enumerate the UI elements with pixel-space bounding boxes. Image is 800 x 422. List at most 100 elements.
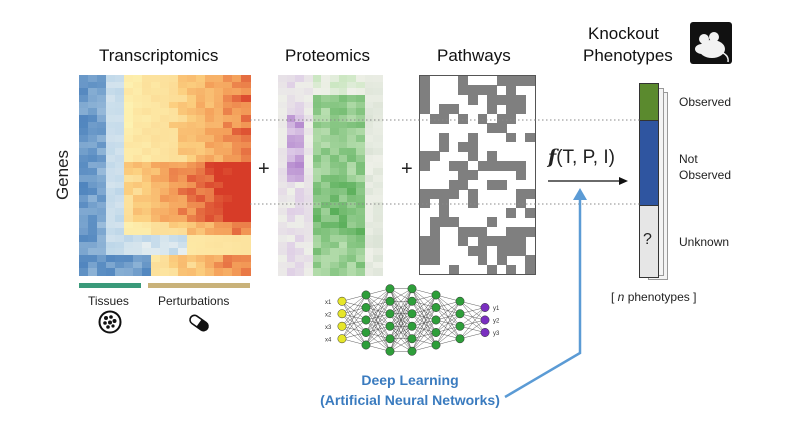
- heatmap-cell: [142, 248, 152, 256]
- nn-connection: [389, 288, 413, 339]
- heatmap-cell: [106, 75, 116, 83]
- heatmap-cell: [142, 261, 152, 269]
- heatmap-cell: [373, 221, 383, 229]
- heatmap-cell: [160, 235, 170, 243]
- heatmap-cell: [142, 221, 152, 229]
- heatmap-cell: [373, 181, 383, 189]
- heatmap-cell: [151, 255, 161, 263]
- heatmap-cell: [196, 215, 206, 223]
- heatmap-cell: [304, 95, 314, 103]
- heatmap-cell: [364, 228, 374, 236]
- heatmap-cell: [232, 168, 242, 176]
- pathways-matrix: [419, 75, 536, 275]
- perturbations-bar: [148, 283, 250, 288]
- heatmap-cell: [223, 235, 233, 243]
- heatmap-cell: [338, 115, 348, 123]
- heatmap-cell: [347, 168, 357, 176]
- nn-connection: [365, 288, 391, 346]
- heatmap-cell: [286, 261, 296, 269]
- heatmap-cell: [364, 261, 374, 269]
- heatmap-cell: [321, 215, 331, 223]
- heatmap-cell: [312, 128, 322, 136]
- heatmap-cell: [312, 255, 322, 263]
- heatmap-cell: [160, 88, 170, 96]
- heatmap-cell: [295, 175, 305, 183]
- heatmap-cell: [304, 248, 314, 256]
- heatmap-cell: [97, 181, 107, 189]
- heatmap-cell: [312, 228, 322, 236]
- heatmap-cell: [232, 268, 242, 276]
- heatmap-cell: [115, 268, 125, 276]
- heatmap-cell: [223, 175, 233, 183]
- heatmap-cell: [178, 168, 188, 176]
- heatmap-cell: [106, 155, 116, 163]
- heatmap-cell: [88, 88, 98, 96]
- pathway-cell: [420, 94, 430, 105]
- heatmap-cell: [241, 201, 251, 209]
- heatmap-cell: [232, 221, 242, 229]
- heatmap-cell: [223, 155, 233, 163]
- nn-connection: [389, 301, 413, 352]
- heatmap-cell: [347, 108, 357, 116]
- heatmap-cell: [223, 115, 233, 123]
- heatmap-cell: [330, 201, 340, 209]
- heatmap-cell: [321, 88, 331, 96]
- pathway-cell: [515, 245, 526, 256]
- heatmap-cell: [196, 188, 206, 196]
- heatmap-cell: [223, 255, 233, 263]
- heatmap-cell: [214, 235, 224, 243]
- pathway-cell: [467, 170, 478, 181]
- heatmap-cell: [321, 268, 331, 276]
- heatmap-cell: [133, 155, 143, 163]
- heatmap-cell: [160, 95, 170, 103]
- heatmap-cell: [347, 161, 357, 169]
- heatmap-cell: [241, 208, 251, 216]
- heatmap-cell: [356, 261, 366, 269]
- heatmap-cell: [356, 108, 366, 116]
- heatmap-cell: [187, 108, 197, 116]
- heatmap-cell: [321, 101, 331, 109]
- pill-icon: [186, 311, 212, 335]
- heatmap-cell: [106, 128, 116, 136]
- pathway-cell: [420, 85, 430, 96]
- n-phenotypes-n: n: [617, 290, 625, 304]
- heatmap-cell: [312, 168, 322, 176]
- heatmap-cell: [151, 201, 161, 209]
- heatmap-cell: [187, 228, 197, 236]
- heatmap-cell: [169, 168, 179, 176]
- heatmap-cell: [330, 135, 340, 143]
- heatmap-cell: [373, 108, 383, 116]
- heatmap-cell: [278, 101, 288, 109]
- heatmap-cell: [356, 188, 366, 196]
- heatmap-cell: [151, 248, 161, 256]
- heatmap-cell: [97, 175, 107, 183]
- heatmap-cell: [169, 248, 179, 256]
- heatmap-cell: [178, 181, 188, 189]
- pathway-cell: [506, 94, 517, 105]
- heatmap-cell: [196, 168, 206, 176]
- heatmap-cell: [196, 161, 206, 169]
- heatmap-cell: [115, 101, 125, 109]
- heatmap-cell: [106, 181, 116, 189]
- heatmap-cell: [160, 201, 170, 209]
- heatmap-cell: [321, 75, 331, 83]
- heatmap-cell: [304, 188, 314, 196]
- nn-connection: [365, 288, 391, 321]
- heatmap-cell: [214, 268, 224, 276]
- heatmap-cell: [205, 261, 215, 269]
- heatmap-cell: [223, 221, 233, 229]
- heatmap-cell: [312, 121, 322, 129]
- heatmap-cell: [169, 188, 179, 196]
- heatmap-cell: [142, 235, 152, 243]
- heatmap-cell: [223, 228, 233, 236]
- heatmap-cell: [338, 88, 348, 96]
- heatmap-cell: [373, 88, 383, 96]
- heatmap-cell: [295, 141, 305, 149]
- heatmap-cell: [321, 148, 331, 156]
- heatmap-cell: [124, 241, 134, 249]
- pathway-cell: [448, 160, 459, 171]
- heatmap-cell: [178, 248, 188, 256]
- heatmap-cell: [79, 208, 89, 216]
- heatmap-cell: [364, 175, 374, 183]
- heatmap-cell: [151, 181, 161, 189]
